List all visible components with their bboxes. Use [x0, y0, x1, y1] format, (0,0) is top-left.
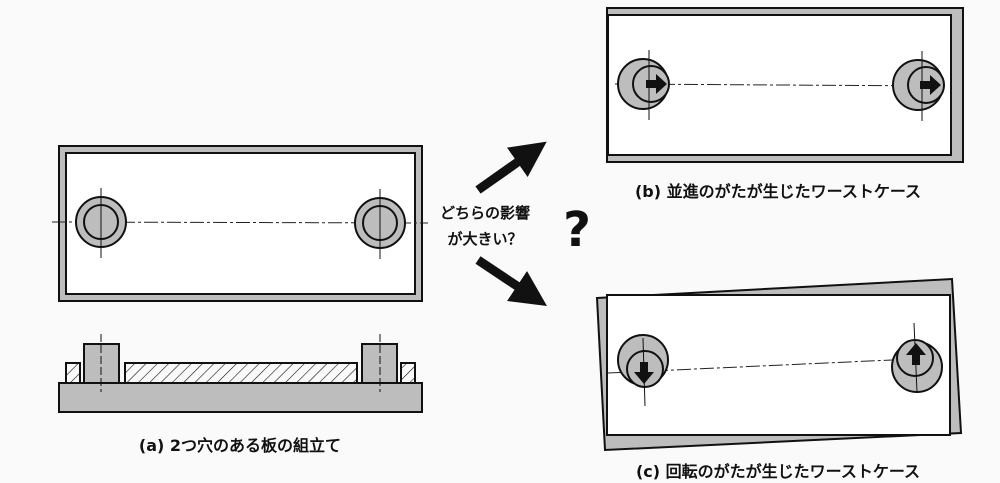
- figure-b-translation: [606, 7, 964, 163]
- arrow-to-c-icon: [475, 256, 547, 306]
- figure-a-side-view: [58, 334, 423, 413]
- caption-a: (a) 2つ穴のある板の組立て: [139, 436, 341, 455]
- hole-right: [354, 189, 406, 259]
- question-line-1: どちらの影響: [440, 204, 530, 222]
- question-line-2: が大きい？: [447, 230, 522, 248]
- arrow-up-icon: [906, 343, 926, 365]
- question-mark: ?: [563, 202, 591, 258]
- figure-c-rotation: [595, 277, 963, 452]
- hole-left: [75, 188, 127, 258]
- figure-a-top-view: [51, 145, 429, 302]
- arrow-down-icon: [634, 362, 654, 384]
- caption-b: (b) 並進のがたが生じたワーストケース: [635, 182, 921, 201]
- arrow-to-b-icon: [475, 141, 547, 194]
- arrow-right-icon: [920, 75, 941, 95]
- arrow-right-icon: [646, 74, 667, 94]
- caption-c: (c) 回転のがたが生じたワーストケース: [636, 462, 920, 481]
